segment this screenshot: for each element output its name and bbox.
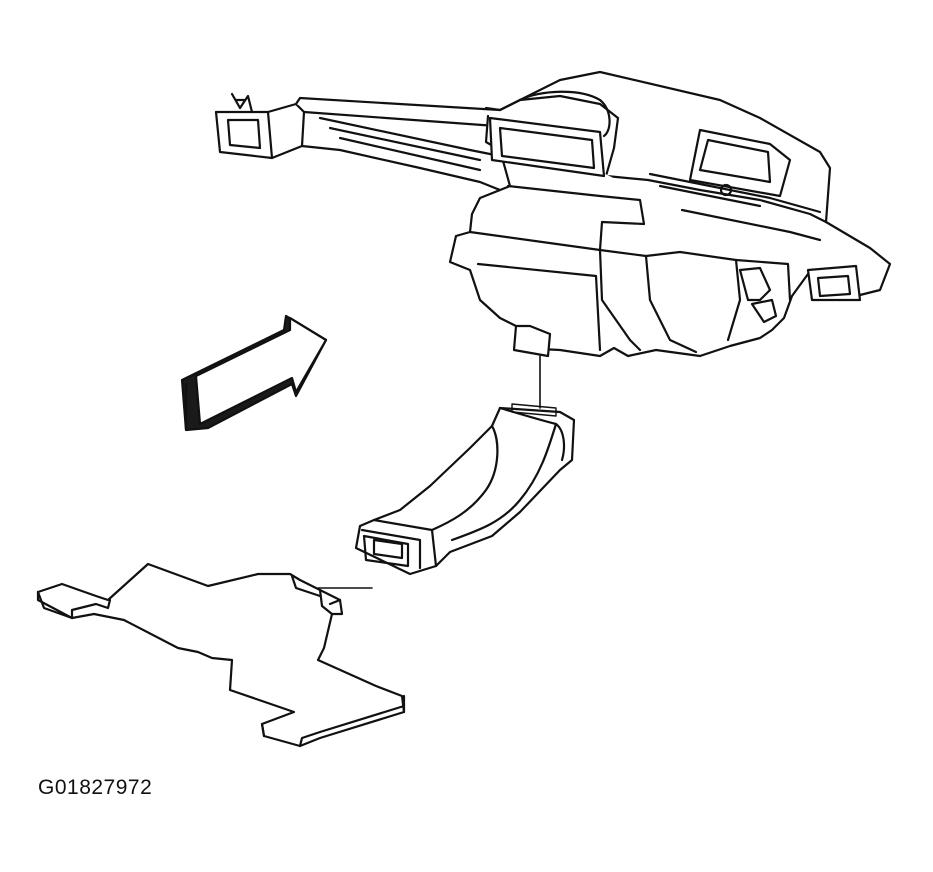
figure-id-label: G01827972 [38,776,153,799]
hvac-module [214,70,892,358]
assembly-guide-lines [317,355,541,589]
module-floor-outlet [512,324,552,358]
front-direction-arrow-icon [180,314,328,432]
left-vent-outlet [214,92,306,160]
floor-duct [354,403,576,576]
right-vent-outlet [806,264,862,302]
floor-distribution-plate [36,562,406,748]
